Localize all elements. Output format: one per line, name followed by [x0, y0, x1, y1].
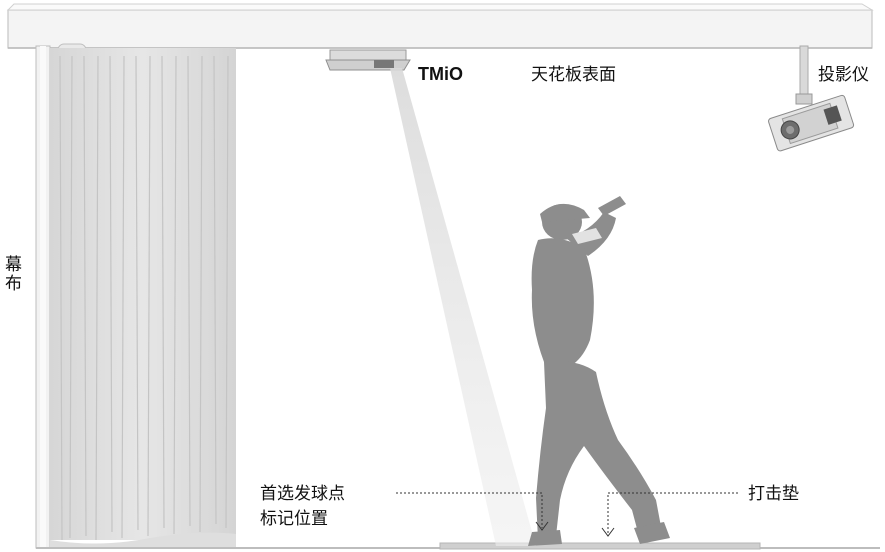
tmio-label: TMiO [418, 64, 463, 84]
tmio-device [325, 49, 411, 71]
ball-mark-label-line2: 标记位置 [260, 509, 328, 529]
leader-arrowheads [535, 521, 615, 537]
golfer-silhouette [528, 196, 670, 546]
curtain [50, 48, 236, 548]
hitting-mat-label: 打击垫 [748, 484, 799, 504]
leader-lines [396, 492, 738, 534]
projector-label: 投影仪 [818, 65, 869, 85]
ceiling-label: 天花板表面 [531, 65, 616, 85]
ceiling-slab [6, 3, 874, 49]
screen-label: 幕布 [1, 255, 21, 293]
hitting-mat [439, 542, 761, 550]
projector [768, 45, 855, 152]
ball-mark-label-line1: 首选发球点 [260, 484, 345, 504]
sensor-beam [390, 68, 536, 546]
